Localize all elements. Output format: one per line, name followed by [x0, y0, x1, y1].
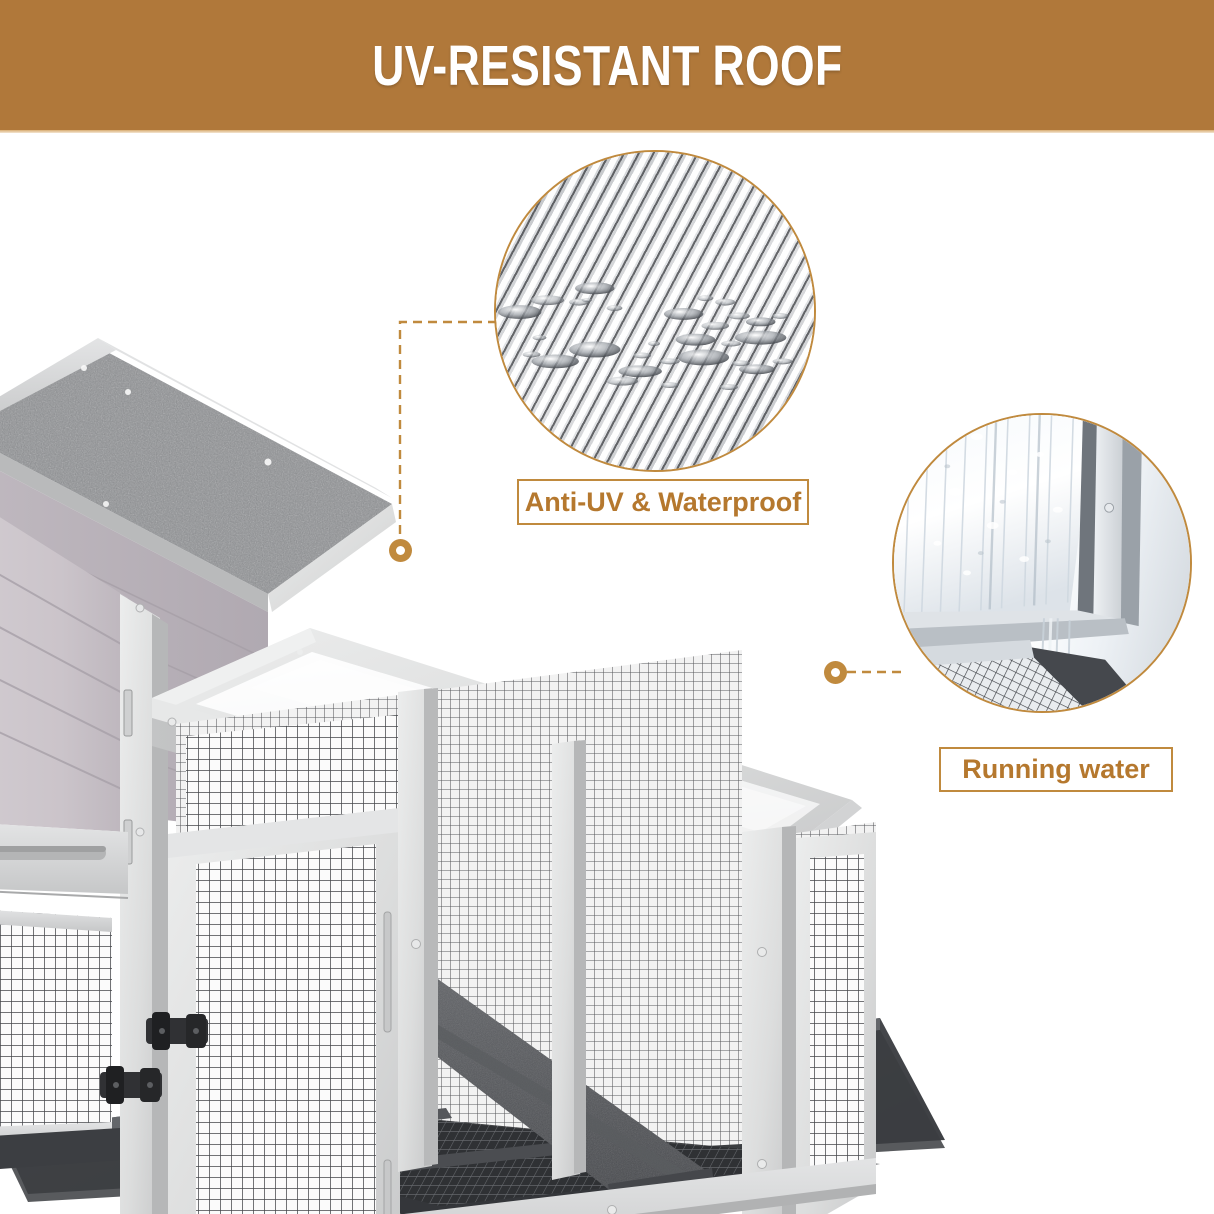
water-droplets: [497, 282, 793, 391]
banner-bottom-edge: [0, 130, 1214, 133]
run-right-post: [742, 826, 790, 1214]
hutch-illustration: [0, 338, 945, 1214]
corrugated-roof-texture: [496, 152, 814, 470]
header-banner: UV-RESISTANT ROOF: [0, 0, 1214, 132]
corner-post: [120, 594, 160, 1214]
callout-marker-anti-uv[interactable]: [389, 539, 412, 562]
run-upper-mesh: [186, 714, 404, 844]
inset-running-water-photo: [892, 413, 1192, 713]
label-running-water: Running water: [939, 747, 1173, 792]
run-center-post: [398, 688, 432, 1172]
product-photo: [0, 132, 1214, 1214]
house-front-planks: [0, 517, 129, 832]
label-anti-uv-waterproof: Anti-UV & Waterproof: [517, 479, 809, 525]
pull-out-tray-front: [0, 824, 129, 899]
run-enclosure: [100, 650, 880, 1214]
door-latch-upper: [146, 1012, 208, 1050]
house-lower-mesh: [0, 910, 112, 1147]
page-title: UV-RESISTANT ROOF: [371, 33, 843, 98]
run-door: [168, 808, 400, 1214]
running-water-detail: [894, 415, 1149, 711]
shingle-roof: [0, 338, 396, 612]
inset-anti-uv-photo: [494, 150, 816, 472]
door-latch-lower: [100, 1066, 162, 1104]
callout-marker-running-water[interactable]: [824, 661, 847, 684]
